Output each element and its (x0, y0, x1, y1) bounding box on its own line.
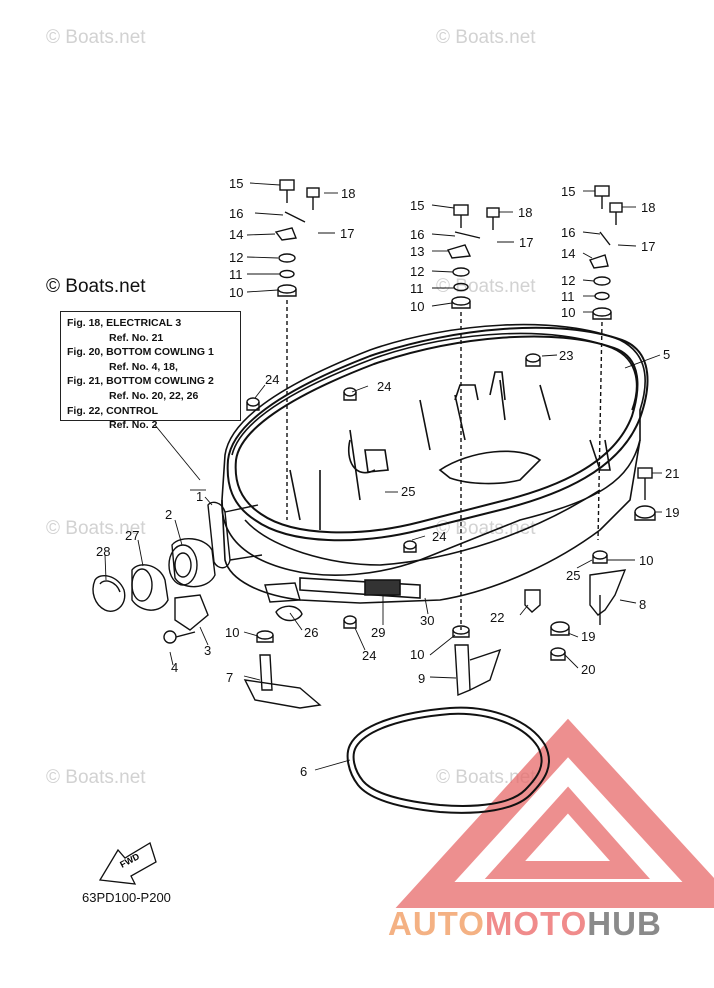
ref-fig: Fig. 21, BOTTOM COWLING 2 (67, 375, 214, 388)
callout-10: 10 (410, 647, 424, 662)
main-watermark: © Boats.net (46, 276, 146, 297)
fwd-arrow-icon: FWD (98, 842, 157, 885)
callout-numbers: 15 18 16 17 14 12 11 10 15 18 16 17 13 1… (96, 176, 679, 779)
seal-6 (346, 706, 550, 814)
callout-12: 12 (561, 273, 575, 288)
callout-17: 17 (641, 239, 655, 254)
callout-23: 23 (559, 348, 573, 363)
brand-part-auto: AUTO (388, 905, 485, 942)
watermark: © Boats.net (436, 276, 536, 297)
watermark: © Boats.net (436, 27, 536, 48)
brand-part-hub: HUB (587, 905, 662, 942)
callout-9: 9 (418, 671, 425, 686)
callout-17: 17 (340, 226, 354, 241)
callout-1: 1 (196, 489, 203, 504)
callout-10: 10 (225, 625, 239, 640)
callout-13: 13 (410, 244, 424, 259)
callout-10: 10 (561, 305, 575, 320)
brand-logo: AUTOMOTOHUB (388, 905, 662, 943)
callout-24: 24 (432, 529, 446, 544)
callout-24: 24 (362, 648, 376, 663)
small-parts (243, 353, 656, 709)
callout-6: 6 (300, 764, 307, 779)
callout-15: 15 (229, 176, 243, 191)
callout-29: 29 (371, 625, 385, 640)
callout-26: 26 (304, 625, 318, 640)
callout-2: 2 (165, 507, 172, 522)
ref-number: Ref. No. 4, 18, (109, 360, 178, 373)
callout-25: 25 (566, 568, 580, 583)
callout-15: 15 (561, 184, 575, 199)
callout-24: 24 (265, 372, 279, 387)
callout-22: 22 (490, 610, 504, 625)
callout-19: 19 (581, 629, 595, 644)
callout-11: 11 (561, 289, 575, 304)
callout-16: 16 (229, 206, 243, 221)
ref-number: Ref. No. 2 (109, 419, 158, 432)
callout-21: 21 (665, 466, 679, 481)
callout-14: 14 (561, 246, 575, 261)
ref-fig: Fig. 18, ELECTRICAL 3 (67, 317, 182, 329)
fastener-stack-middle (446, 204, 500, 630)
callout-27: 27 (125, 528, 139, 543)
callout-11: 11 (410, 281, 424, 296)
callout-25: 25 (401, 484, 415, 499)
callout-19: 19 (665, 505, 679, 520)
callout-5: 5 (663, 347, 670, 362)
callout-28: 28 (96, 544, 110, 559)
drawing-code: 63PD100-P200 (82, 890, 171, 905)
reference-box: Fig. 18, ELECTRICAL 3 Ref. No. 21 Fig. 2… (60, 311, 241, 431)
watermark: © Boats.net (46, 27, 146, 48)
callout-18: 18 (641, 200, 655, 215)
callout-17: 17 (519, 235, 533, 250)
fastener-stack-left (274, 179, 320, 520)
callout-14: 14 (229, 227, 243, 242)
bottom-cowling (221, 323, 646, 604)
callout-10: 10 (410, 299, 424, 314)
watermark: © Boats.net (46, 518, 146, 539)
callout-4: 4 (171, 660, 178, 675)
ref-number: Ref. No. 20, 22, 26 (109, 389, 199, 402)
seal-5 (226, 326, 649, 542)
callout-24: 24 (377, 379, 391, 394)
automotohub-logo-triangle (395, 718, 714, 908)
callout-12: 12 (410, 264, 424, 279)
callout-12: 12 (229, 250, 243, 265)
leader-lines (104, 182, 662, 771)
left-assembly (92, 501, 263, 644)
callout-3: 3 (204, 643, 211, 658)
ref-fig: Fig. 20, BOTTOM COWLING 1 (67, 346, 214, 359)
callout-10: 10 (639, 553, 653, 568)
callout-10: 10 (229, 285, 243, 300)
watermark: © Boats.net (46, 767, 146, 788)
callout-18: 18 (341, 186, 355, 201)
callout-20: 20 (581, 662, 595, 677)
callout-7: 7 (226, 670, 233, 685)
callout-16: 16 (410, 227, 424, 242)
callout-18: 18 (518, 205, 532, 220)
brand-part-moto: MOTO (484, 905, 588, 942)
callout-15: 15 (410, 198, 424, 213)
callout-8: 8 (639, 597, 646, 612)
callout-11: 11 (229, 267, 243, 282)
ref-fig: Fig. 22, CONTROL (67, 404, 159, 417)
ref-number: Ref. No. 21 (109, 331, 164, 344)
callout-30: 30 (420, 613, 434, 628)
callout-16: 16 (561, 225, 575, 240)
